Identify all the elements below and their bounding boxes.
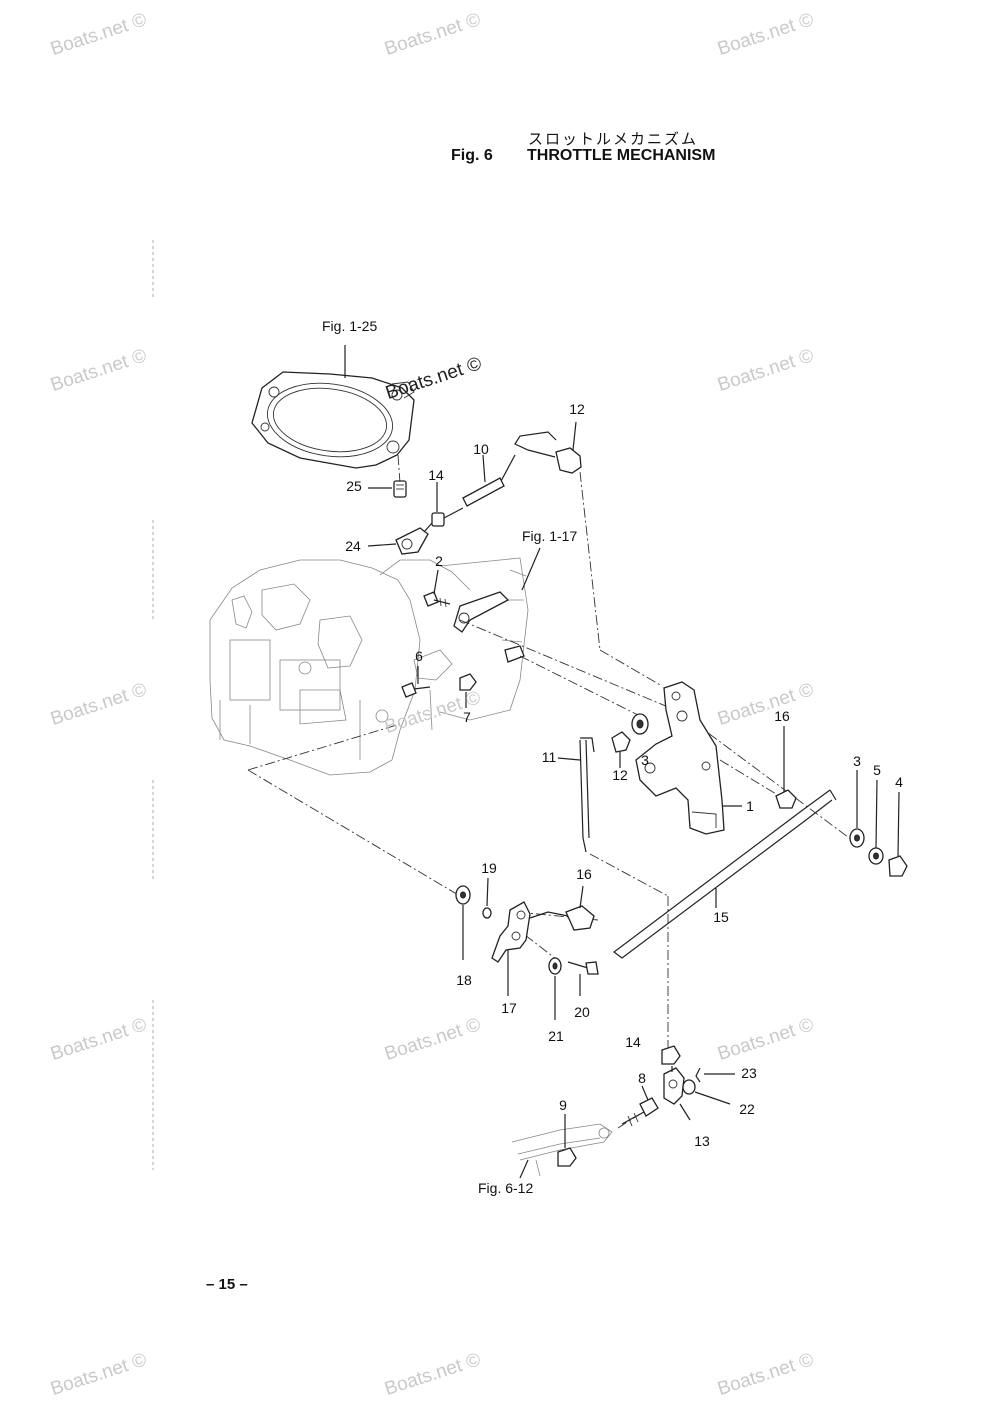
title-japanese: スロットルメカニズム [528,130,699,148]
part-4-nut [888,855,908,877]
part-number-19: 19 [481,860,497,876]
part-number-23: 23 [741,1065,757,1081]
part-number-13: 13 [694,1133,710,1149]
ref-fig-1-25: Fig. 1-25 [322,318,378,334]
part-number-14: 14 [625,1034,641,1050]
page-title: THROTTLE MECHANISM [527,147,716,164]
part-number-3: 3 [641,752,649,768]
part-number-4: 4 [895,774,903,790]
part-number-22: 22 [739,1101,755,1117]
axis-25 [397,454,401,484]
part-25-screw [393,480,407,498]
part-1-lever-bracket [635,681,725,835]
part-number-17: 17 [501,1000,517,1016]
part-11-rod [579,737,595,853]
part-number-20: 20 [574,1004,590,1020]
part-3-washer-left [631,713,649,735]
part-number-14: 14 [428,467,444,483]
axis-lever-main [459,619,681,713]
part-number-2: 2 [435,553,443,569]
ref-fig-1-17: Fig. 1-17 [522,528,578,544]
part-20-bolt [567,961,599,975]
part-12-joint-upper [555,447,582,474]
part-17-lever [491,901,531,963]
page-number: – 15 – [206,1276,248,1293]
part-13-joint [663,1067,685,1105]
part-16-joint-upper [775,789,797,809]
part-number-5: 5 [873,762,881,778]
part-23-clip [695,1067,701,1083]
part-2-bolt [423,591,451,608]
part-18-washer [455,885,471,905]
part-8-ball-stud [621,1097,659,1127]
part-number-6: 6 [415,648,423,664]
part-number-21: 21 [548,1028,564,1044]
part-5-washer [868,847,884,865]
part-14-nut-upper [431,512,445,527]
ref-fig-6-12: Fig. 6-12 [478,1180,534,1196]
part-9-nut [557,1147,577,1167]
part-number-16: 16 [774,708,790,724]
leader-fig-6-12 [519,1159,529,1179]
part-19-clip [482,907,492,919]
part-number-18: 18 [456,972,472,988]
part-10-rod [462,454,516,507]
engine-block-outline [209,557,529,776]
figure-label: Fig. 6 [451,147,493,164]
part-14-nut-lower [661,1045,681,1065]
flywheel-cover-plate [251,371,415,469]
part-number-12: 12 [612,767,628,783]
part-21-washer [548,957,562,975]
part-number-10: 10 [473,441,489,457]
part-number-12: 12 [569,401,585,417]
part-number-8: 8 [638,1070,646,1086]
part-number-15: 15 [713,909,729,925]
part-number-16: 16 [576,866,592,882]
part-12-joint-lower [611,731,631,753]
part-3-washer-right [849,828,865,848]
leader-fig-1-17 [521,547,541,591]
part-7-nut [459,673,477,691]
part-6-bolt [401,682,431,698]
part-number-9: 9 [559,1097,567,1113]
part-15-rod [613,789,837,959]
fig-6-12-lever [511,1123,613,1177]
part-number-1: 1 [746,798,754,814]
part-22-washer [682,1079,696,1095]
part-number-7: 7 [463,709,471,725]
part-number-3: 3 [853,753,861,769]
part-number-24: 24 [345,538,361,554]
part-16-joint-lower [565,905,595,931]
part-number-25: 25 [346,478,362,494]
part-24-ball-joint [395,527,429,555]
part-number-11: 11 [541,749,557,765]
